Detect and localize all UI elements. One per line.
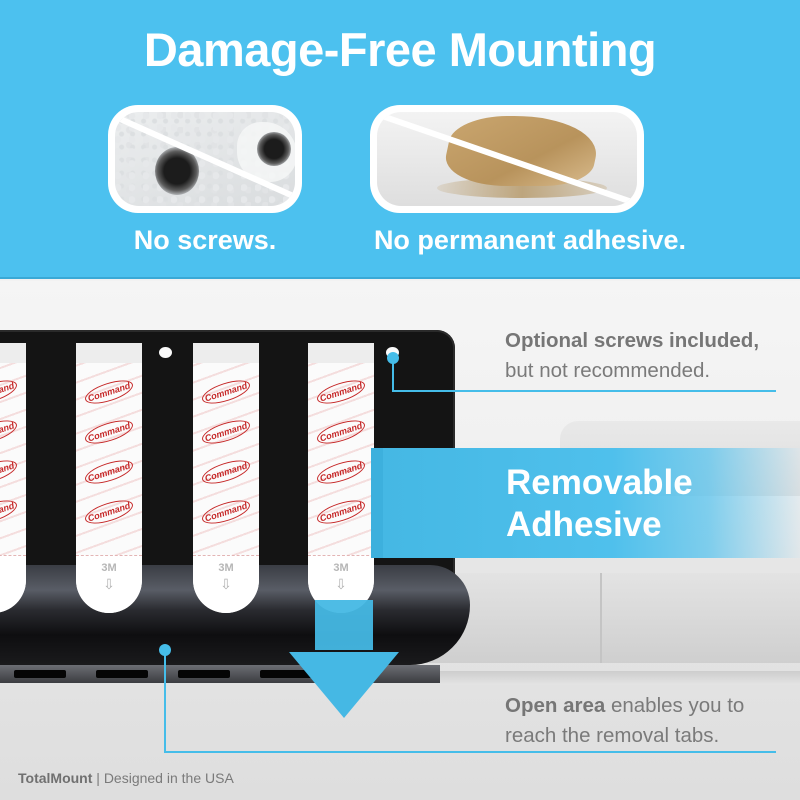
sofa-seat (410, 573, 800, 663)
3m-label: 3M (0, 562, 26, 574)
footer: TotalMount | Designed in the USA (18, 770, 234, 786)
command-logo-icon: Command (82, 495, 136, 529)
command-logo-icon: Command (82, 455, 136, 489)
command-logo-icon: Command (199, 415, 253, 449)
command-logo-icon: Command (82, 415, 136, 449)
3m-label: 3M (218, 562, 234, 574)
removal-tab: 3M ⇩ (76, 555, 142, 613)
3m-label: 3M (333, 562, 349, 574)
command-logo-icon: Command (199, 375, 253, 409)
pull-down-arrow-icon: ⇩ (0, 576, 26, 593)
screw-hole-icon (159, 347, 172, 358)
removal-tab: 3M ⇩ (193, 555, 259, 613)
removable-adhesive-banner (383, 448, 800, 558)
no-adhesive-panel (370, 105, 644, 213)
command-logo-icon: Command (0, 495, 20, 529)
command-strip: Command Command Command Command 3M ⇩ (0, 343, 26, 613)
3m-label: 3M (101, 562, 117, 574)
footer-tagline: Designed in the USA (103, 770, 234, 786)
headline: Damage-Free Mounting (143, 23, 657, 76)
command-logo-icon: Command (199, 455, 253, 489)
screw-hole-damage-icon (155, 147, 199, 195)
callout-line (164, 650, 166, 752)
screw-holes-image (115, 112, 295, 206)
footer-separator: | (92, 770, 104, 786)
torn-drywall-image (377, 112, 637, 206)
no-screws-panel (108, 105, 302, 213)
vent-slot (260, 670, 312, 678)
pull-down-arrow-icon: ⇩ (220, 576, 232, 592)
brand-name: TotalMount (18, 770, 93, 786)
command-logo-icon: Command (314, 495, 368, 529)
down-arrow-icon (315, 600, 373, 650)
command-logo-icon: Command (314, 455, 368, 489)
screw-hole-damage-icon (257, 132, 291, 166)
command-logo-icon: Command (199, 495, 253, 529)
no-screws-caption: No screws. (133, 225, 277, 255)
vent-slot (14, 670, 66, 678)
callout-line (392, 390, 776, 392)
vent-slot (96, 670, 148, 678)
command-strip: Command Command Command Command 3M ⇩ (76, 343, 142, 613)
command-logo-icon: Command (0, 455, 20, 489)
removable-adhesive-label: Removable Adhesive (506, 463, 693, 544)
command-logo-icon: Command (0, 415, 20, 449)
command-logo-icon: Command (82, 375, 136, 409)
pull-down-arrow-icon: ⇩ (103, 576, 115, 592)
callout-line (392, 358, 394, 391)
vent-slot (178, 670, 230, 678)
no-adhesive-caption: No permanent adhesive. (373, 225, 687, 255)
command-strip: Command Command Command Command 3M ⇩ (308, 343, 374, 613)
screws-callout-text: Optional screws included, but not recomm… (505, 329, 760, 382)
command-logo-icon: Command (0, 375, 20, 409)
command-strip: Command Command Command Command 3M ⇩ (193, 343, 259, 613)
top-banner: Damage-Free Mounting No screws. No perma… (0, 0, 800, 279)
down-arrow-icon (289, 652, 399, 718)
callout-line (164, 751, 776, 753)
pull-down-arrow-icon: ⇩ (335, 576, 347, 592)
open-area-callout-text: Open area enables you to reach the remov… (505, 694, 745, 747)
command-logo-icon: Command (314, 415, 368, 449)
command-logo-icon: Command (314, 375, 368, 409)
